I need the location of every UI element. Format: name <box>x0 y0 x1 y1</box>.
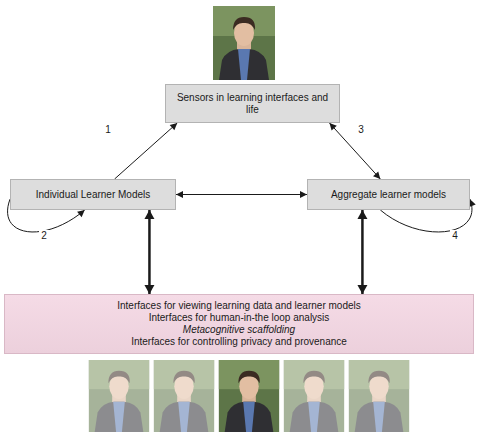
arrow-head <box>176 191 183 198</box>
node-text: Interfaces for controlling privacy and p… <box>131 336 347 348</box>
connector-line <box>176 194 307 195</box>
connector-line <box>115 123 178 179</box>
sensor-box: Sensors in learning interfaces and life <box>165 84 340 123</box>
connector <box>144 210 154 294</box>
callout-number: 2 <box>39 230 49 242</box>
arrow-head <box>144 210 154 219</box>
portrait-photo <box>219 360 279 432</box>
arrow-head <box>170 123 178 130</box>
portrait-photo <box>349 360 409 432</box>
connector-line <box>148 210 151 294</box>
callout-number: 4 <box>450 230 460 242</box>
arrow-head <box>357 285 367 294</box>
callout-number: 3 <box>356 124 366 136</box>
portrait-photo <box>154 360 214 432</box>
fade-overlay <box>348 360 410 432</box>
arrow-head <box>373 171 380 179</box>
arrow-head <box>300 191 307 198</box>
node-text: Individual Learner Models <box>36 189 151 201</box>
connector-line <box>330 123 381 179</box>
arrow-head <box>144 285 154 294</box>
connector <box>176 191 307 198</box>
fade-overlay <box>283 360 345 432</box>
model-box: Aggregate learner models <box>307 179 470 210</box>
node-text: Aggregate learner models <box>331 189 446 201</box>
connector-line <box>361 210 364 294</box>
arrow-head <box>77 210 85 217</box>
portrait-photo <box>284 360 344 432</box>
node-text: Sensors in learning interfaces and life <box>172 92 333 116</box>
node-text: Interfaces for viewing learning data and… <box>117 300 360 312</box>
arrow-head <box>357 210 367 219</box>
connector <box>357 210 367 294</box>
node-text: Interfaces for human-in-the loop analysi… <box>149 312 330 324</box>
interface-band: Interfaces for viewing learning data and… <box>4 294 474 354</box>
callout-number: 1 <box>103 124 113 136</box>
arrow-head <box>330 123 337 131</box>
node-text: Metacognitive scaffolding <box>183 324 295 336</box>
fade-overlay <box>153 360 215 432</box>
arrow-head <box>469 199 476 207</box>
model-box: Individual Learner Models <box>10 179 176 210</box>
portrait-photo <box>213 6 275 80</box>
connector <box>330 123 381 179</box>
connector <box>115 123 178 179</box>
fade-overlay <box>88 360 150 432</box>
portrait-photo <box>89 360 149 432</box>
